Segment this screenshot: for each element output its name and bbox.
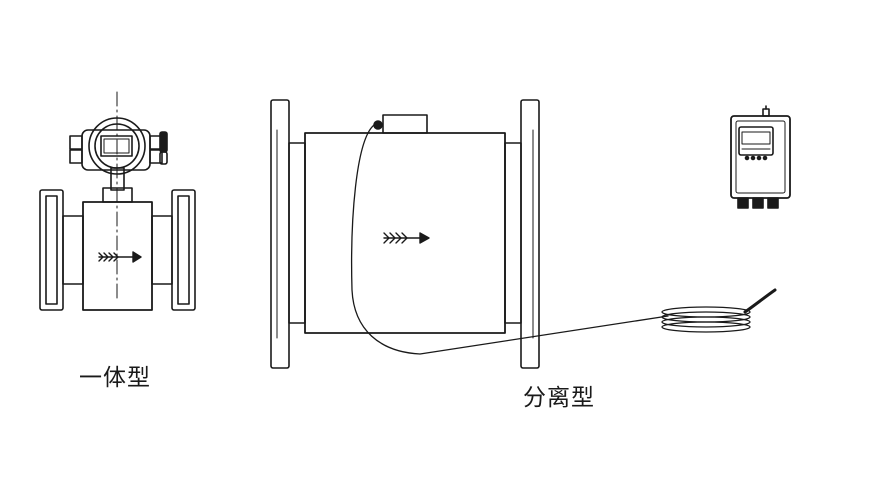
left-gland <box>69 135 83 150</box>
cable-tail <box>743 288 777 314</box>
right-neck <box>504 142 522 324</box>
transmitter-display-inner <box>103 138 130 154</box>
split-type-label: 分离型 <box>523 385 595 411</box>
right-flange <box>171 189 196 311</box>
cable-coil <box>661 306 751 333</box>
right-gland-cap-2 <box>159 151 168 165</box>
right-gland-2 <box>149 149 163 164</box>
converter-gland-1 <box>737 197 749 209</box>
flow-arrow-integral <box>98 251 142 263</box>
converter-bracket <box>762 108 770 117</box>
integral-type-label: 一体型 <box>79 365 151 391</box>
right-flange-inner <box>177 195 190 305</box>
remote-converter <box>730 105 791 209</box>
left-neck <box>62 215 84 285</box>
right-flange <box>520 99 540 369</box>
left-neck <box>288 142 306 324</box>
junction-box <box>382 114 428 134</box>
signal-cable <box>350 124 669 355</box>
integral-flowmeter <box>39 91 196 311</box>
cable-gland <box>373 120 383 130</box>
right-gland-cap <box>159 131 168 153</box>
converter-gland-2 <box>752 197 764 209</box>
right-neck <box>151 215 173 285</box>
left-flange-inner <box>45 195 58 305</box>
converter-gland-3 <box>767 197 779 209</box>
transmitter-cover-inner <box>94 123 140 169</box>
transmitter-display <box>100 135 133 157</box>
stem-base <box>102 187 133 203</box>
left-flange <box>39 189 64 311</box>
left-gland-2 <box>69 149 83 164</box>
left-flange <box>270 99 290 369</box>
flow-arrow-split <box>383 232 430 244</box>
split-flowmeter <box>270 99 791 369</box>
transmitter-cover <box>88 117 146 175</box>
converter-screen <box>738 126 774 156</box>
meter-body <box>304 132 506 334</box>
